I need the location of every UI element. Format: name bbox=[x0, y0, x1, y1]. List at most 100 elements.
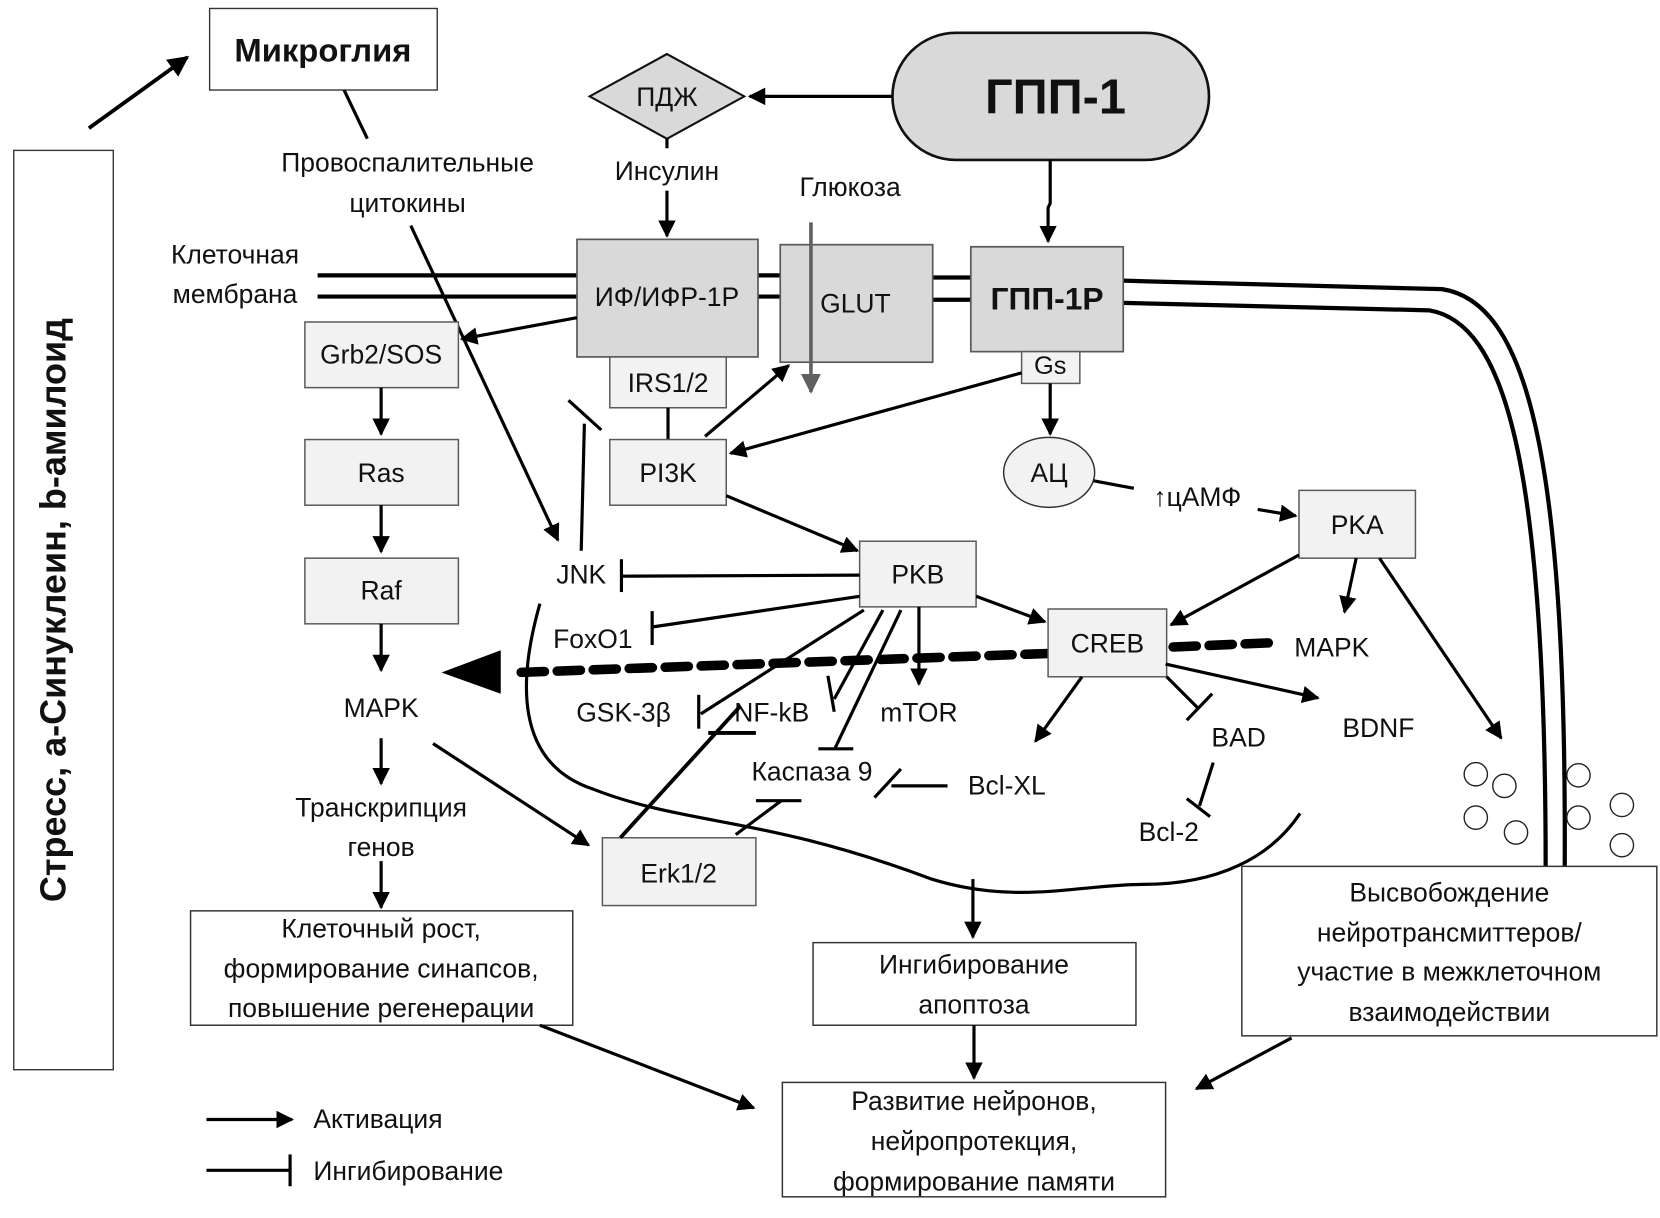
bad-label: BAD bbox=[1211, 723, 1265, 753]
stress-to-microglia-arrow bbox=[87, 55, 190, 130]
gs-label: Gs bbox=[1034, 352, 1066, 380]
release-line-1: Высвобождение bbox=[1349, 877, 1549, 907]
bclxl-caspase9-inhibit-bar bbox=[873, 767, 903, 799]
creb-node: CREB bbox=[1047, 608, 1168, 678]
development-line-2: нейропротекция, bbox=[871, 1126, 1077, 1156]
pka-to-vesicles-arrow bbox=[1378, 557, 1503, 740]
growth-to-development-arrow bbox=[539, 1023, 756, 1111]
glp1r-label: ГПП-1Р bbox=[991, 280, 1104, 316]
gsk3b-label: GSK-3β bbox=[576, 697, 671, 727]
release-to-development-arrow bbox=[1194, 1036, 1293, 1091]
camp-to-pka-arrow bbox=[1257, 504, 1298, 522]
mapk-crosstalk-dashed bbox=[511, 638, 1274, 678]
growth-outcome-box: Клеточный рост, формирование синапсов, п… bbox=[189, 910, 574, 1026]
pi3k-to-glut-arrow bbox=[704, 364, 791, 438]
jnk-inhibits-irs bbox=[579, 423, 586, 551]
glp1-to-receptor-arrow bbox=[1039, 159, 1057, 244]
pkb-nfkb-inhibit-bar bbox=[826, 675, 836, 713]
legend: Активация Ингибирование bbox=[206, 1104, 503, 1187]
irs-label: IRS1/2 bbox=[628, 368, 709, 398]
glut-receptor: GLUT bbox=[779, 243, 934, 364]
erk-node: Erk1/2 bbox=[601, 837, 757, 907]
raf-node: Raf bbox=[304, 557, 460, 625]
creb-label: CREB bbox=[1071, 628, 1145, 658]
ras-label: Ras bbox=[358, 458, 405, 488]
ras-node: Ras bbox=[304, 438, 460, 506]
transcription-label-2: генов bbox=[348, 832, 415, 862]
pkb-node: PKB bbox=[858, 540, 977, 608]
release-line-3: участие в межклеточном bbox=[1297, 957, 1601, 987]
creb-bad-inhibit-bar bbox=[1185, 692, 1214, 722]
vesicle bbox=[1463, 761, 1489, 787]
gs-to-pi3k-arrow bbox=[728, 371, 1023, 458]
glut-label: GLUT bbox=[820, 288, 891, 318]
cytokines-label-1: Провоспалительные bbox=[281, 148, 534, 178]
development-line-3: формирование памяти bbox=[833, 1166, 1115, 1196]
pkb-to-creb-arrow bbox=[975, 594, 1047, 625]
jnk-inhibit-bar bbox=[567, 399, 603, 432]
jnk-label: JNK bbox=[556, 560, 606, 590]
cytokines-label-2: цитокины bbox=[349, 188, 465, 218]
microglia-connector bbox=[342, 89, 369, 140]
pka-node: PKA bbox=[1298, 489, 1417, 559]
caspase9-label: Каспаза 9 bbox=[751, 757, 872, 787]
creb-to-bdnf-arrow bbox=[1165, 662, 1320, 704]
erk-inhibits-nfkb bbox=[618, 705, 742, 840]
irs-node: IRS1/2 bbox=[609, 356, 727, 409]
glp1r-receptor: ГПП-1Р bbox=[969, 245, 1125, 353]
apoptosis-outcome-box: Ингибирование апоптоза bbox=[812, 941, 1137, 1026]
raf-label: Raf bbox=[361, 575, 403, 605]
growth-line-3: повышение регенерации bbox=[228, 993, 534, 1023]
vesicle bbox=[1503, 820, 1529, 845]
vesicle bbox=[1609, 792, 1635, 818]
gs-node: Gs bbox=[1020, 350, 1081, 385]
stress-panel: Стресс, a-Синуклеин, b-амилоид bbox=[13, 149, 114, 1071]
vesicles bbox=[1463, 761, 1635, 858]
vesicle bbox=[1566, 762, 1591, 788]
pkb-inhibits-caspase9 bbox=[833, 609, 903, 749]
release-outcome-box: Высвобождение нейротрансмиттеров/ участи… bbox=[1241, 865, 1658, 1037]
mapk-left-label: MAPK bbox=[344, 693, 419, 723]
grb2-label: Grb2/SOS bbox=[320, 339, 442, 369]
mapk-crosstalk-arrowhead bbox=[441, 650, 501, 694]
growth-line-1: Клеточный рост, bbox=[281, 913, 480, 943]
glp1-node: ГПП-1 bbox=[891, 31, 1211, 162]
if-ifr-receptor: ИФ/ИФР-1Р bbox=[576, 238, 759, 358]
pi3k-node: PI3K bbox=[609, 438, 727, 506]
microglia-label: Микроглия bbox=[234, 31, 411, 68]
bad-inhibits-bcl2 bbox=[1197, 762, 1215, 807]
bclxl-label: Bcl-XL bbox=[968, 770, 1046, 800]
growth-line-2: формирование синапсов, bbox=[224, 954, 539, 984]
apoptosis-boundary-curve bbox=[524, 603, 1302, 894]
insulin-label: Инсулин bbox=[615, 156, 719, 186]
ac-node: АЦ bbox=[1002, 436, 1096, 509]
mapk-to-erk-arrow bbox=[432, 742, 591, 847]
legend-inhibition-label: Ингибирование bbox=[313, 1156, 503, 1186]
pka-to-creb-arrow bbox=[1169, 553, 1300, 627]
creb-to-bclxl-arrow bbox=[1034, 675, 1084, 743]
grb2-node: Grb2/SOS bbox=[304, 321, 460, 389]
transcription-label-1: Транскрипция bbox=[295, 793, 467, 823]
pkb-inhibits-jnk bbox=[621, 573, 860, 578]
creb-inhibits-bad bbox=[1165, 675, 1199, 709]
ac-to-camp-connector bbox=[1093, 479, 1135, 490]
vesicle bbox=[1463, 805, 1489, 830]
vesicle bbox=[1566, 805, 1591, 830]
legend-activation-label: Активация bbox=[313, 1104, 442, 1134]
mapk-right-label: MAPK bbox=[1294, 633, 1369, 663]
development-line-1: Развитие нейронов, bbox=[851, 1086, 1096, 1116]
vesicle bbox=[1609, 832, 1635, 858]
membrane-label-1: Клеточная bbox=[171, 240, 299, 270]
foxo1-label: FoxO1 bbox=[553, 624, 632, 654]
bcl2-label: Bcl-2 bbox=[1139, 817, 1199, 847]
apoptosis-line-1: Ингибирование bbox=[879, 949, 1069, 979]
mtor-label: mTOR bbox=[880, 697, 957, 727]
pka-label: PKA bbox=[1331, 510, 1384, 540]
ac-label: АЦ bbox=[1031, 458, 1069, 488]
cytokines-to-jnk-arrow bbox=[409, 224, 560, 542]
nfkb-label: NF-kB bbox=[734, 697, 809, 727]
pkb-inhibits-foxo1 bbox=[651, 594, 860, 629]
erk-label: Erk1/2 bbox=[640, 858, 716, 888]
release-line-4: взаимодействии bbox=[1349, 997, 1551, 1027]
pka-to-mapk-arrow bbox=[1339, 557, 1358, 614]
